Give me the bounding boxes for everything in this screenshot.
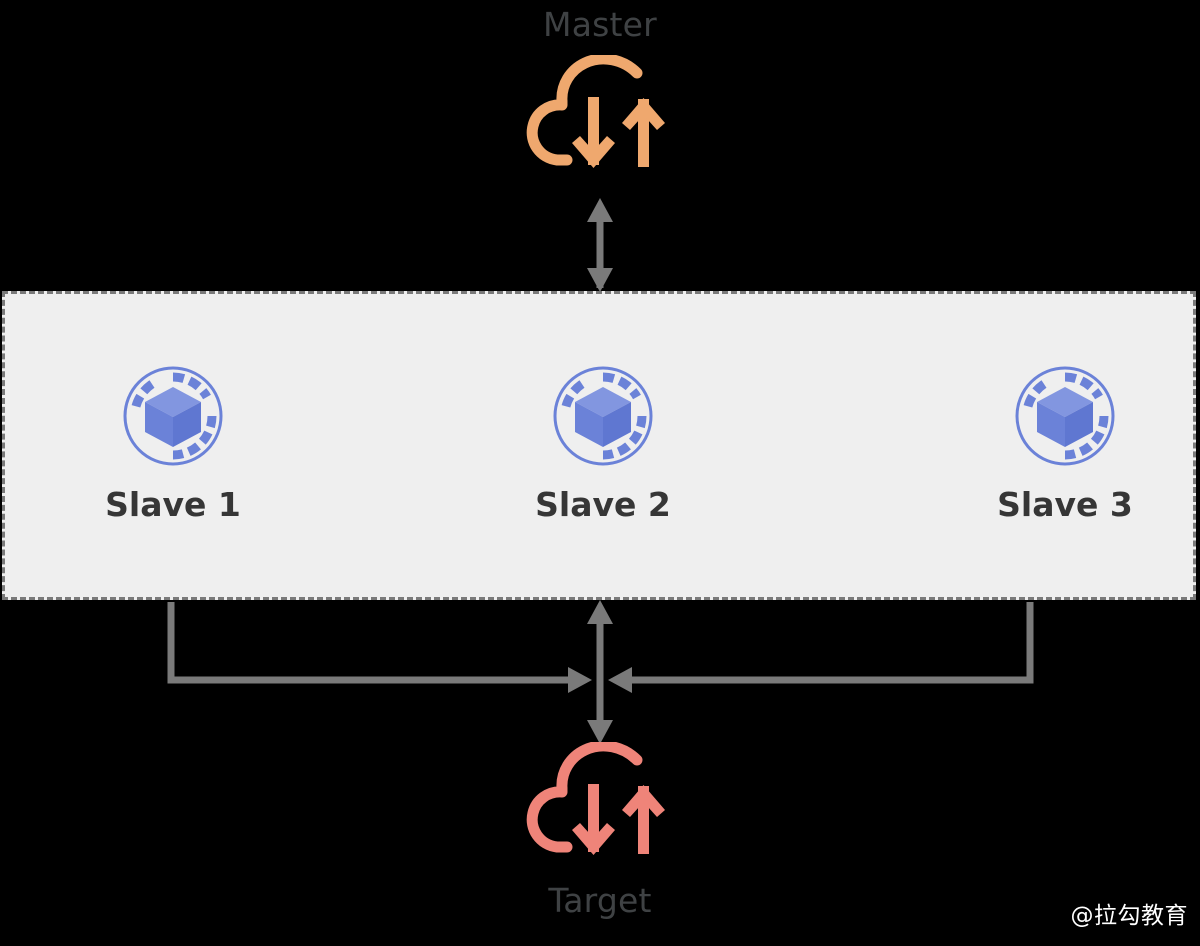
slave-node-2[interactable]: Slave 2: [493, 364, 713, 521]
target-connector: [587, 600, 613, 744]
target-node[interactable]: Target: [450, 742, 750, 917]
bus-right-connector: [608, 602, 1034, 693]
master-connector: [587, 198, 613, 292]
slave-label: Slave 3: [997, 485, 1133, 524]
slave-label: Slave 2: [535, 485, 671, 524]
cloud-sync-icon: [526, 742, 665, 855]
cube-node-icon: [123, 366, 223, 466]
cloud-sync-icon: [526, 55, 665, 168]
slave-node-1[interactable]: Slave 1: [63, 364, 283, 521]
master-node[interactable]: Master: [450, 8, 750, 185]
bus-left-connector: [167, 602, 592, 693]
master-label: Master: [543, 5, 657, 44]
cube-node-icon: [1015, 366, 1115, 466]
cube-node-icon: [553, 366, 653, 466]
slaves-container: Slave 1 Slave 2: [2, 291, 1196, 600]
slave-label: Slave 1: [105, 485, 241, 524]
watermark: @拉勾教育: [1070, 903, 1188, 929]
target-label: Target: [548, 881, 652, 920]
slave-node-3[interactable]: Slave 3: [955, 364, 1175, 521]
